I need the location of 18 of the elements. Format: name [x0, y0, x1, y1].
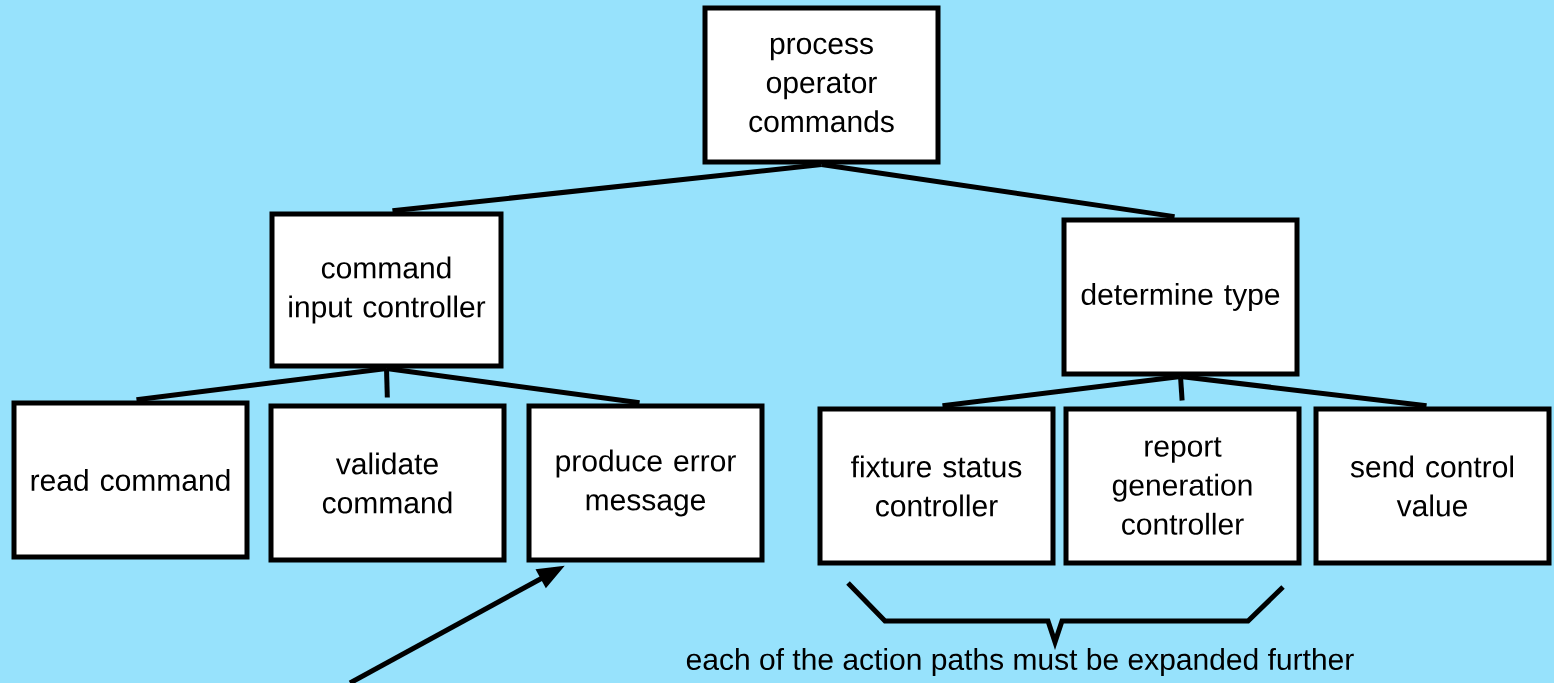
connector-line [384, 368, 390, 398]
process-box: fixture status controller [817, 406, 1056, 566]
process-box: send control value [1313, 406, 1552, 566]
connector-line [1178, 376, 1185, 401]
connector-line [821, 162, 1175, 220]
connector-line [386, 366, 640, 406]
connector-line [942, 374, 1181, 409]
process-box: read command [11, 400, 250, 560]
connector-line [392, 162, 822, 214]
process-box: process operator commands [702, 5, 941, 165]
process-box: produce error message [526, 403, 765, 563]
process-box: report generation controller [1063, 406, 1302, 566]
process-box: command input controller [269, 211, 504, 369]
connector-line [1180, 374, 1427, 409]
connector-line [136, 366, 387, 403]
process-box: determine type [1061, 217, 1300, 377]
process-box: validate command [268, 403, 507, 563]
note: each of the action paths must be expanded further [686, 648, 1354, 676]
